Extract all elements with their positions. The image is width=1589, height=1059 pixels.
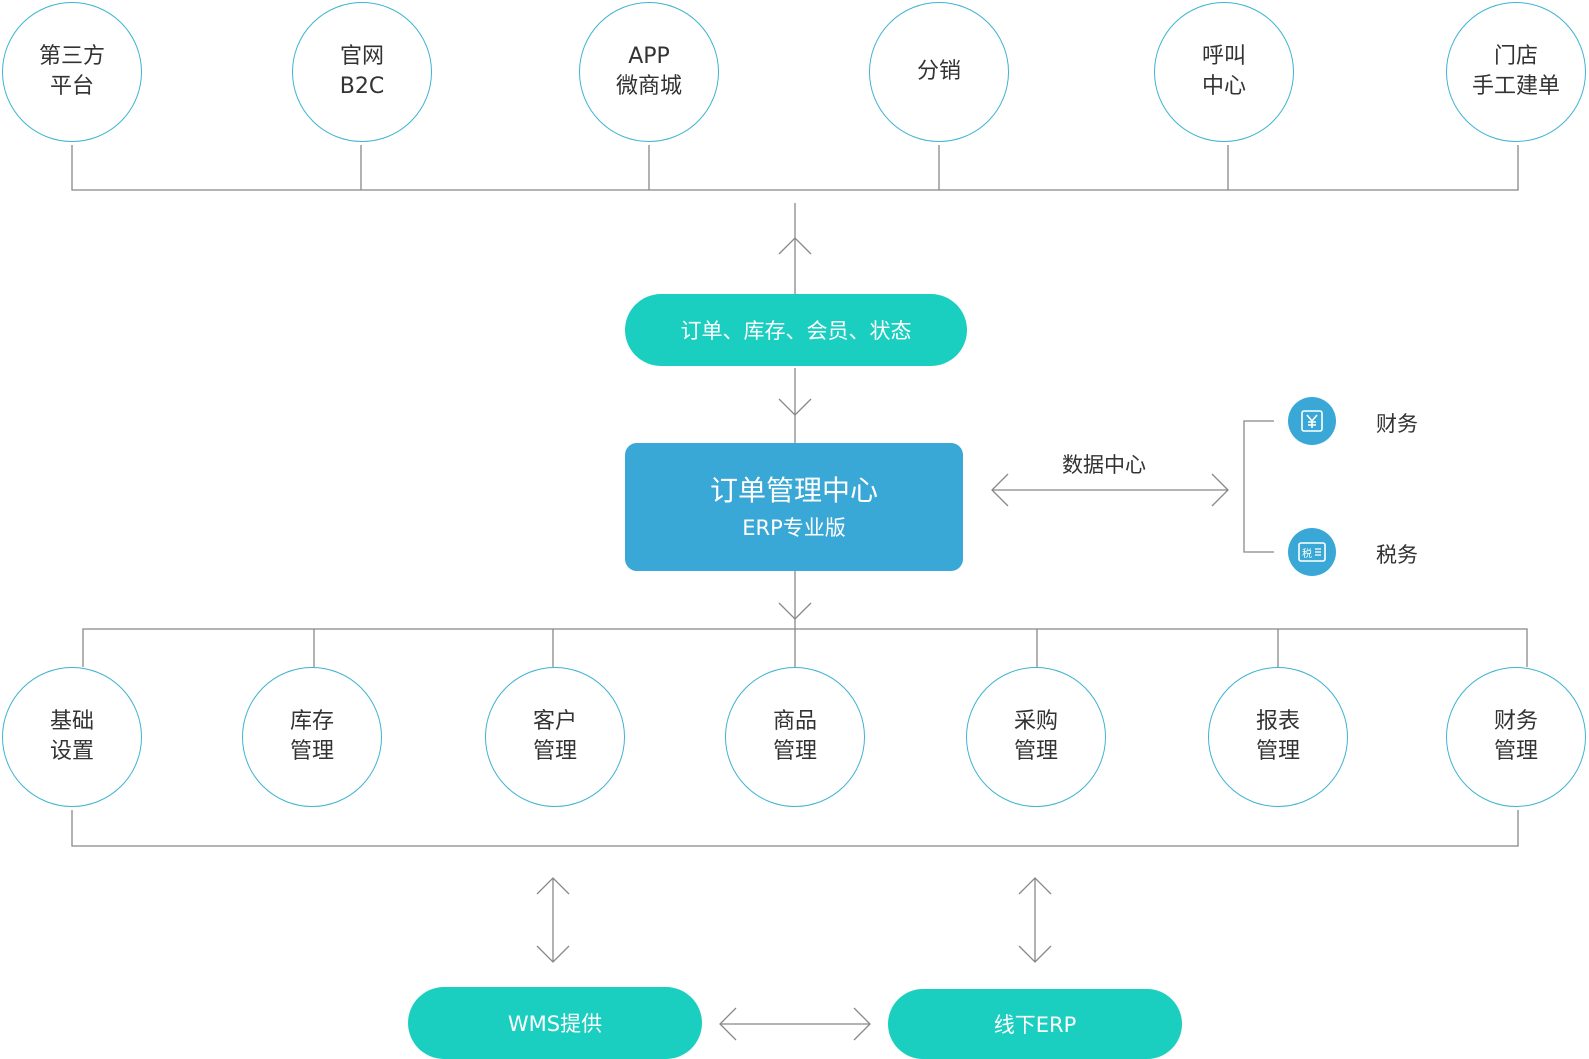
down-arrow-head-1 bbox=[778, 398, 812, 416]
module-report: 报表管理 bbox=[1208, 667, 1348, 807]
center-subtitle: ERP专业版 bbox=[742, 516, 846, 540]
erp-arrow-down bbox=[1018, 945, 1052, 963]
side-item-finance: 财务 bbox=[1376, 412, 1418, 436]
module-product: 商品管理 bbox=[725, 667, 865, 807]
down-arrow-head-2 bbox=[778, 602, 812, 620]
module-bus-bottom bbox=[71, 810, 1519, 847]
channel-distribution: 分销 bbox=[869, 2, 1009, 142]
module-bus-top bbox=[82, 628, 1528, 667]
channel-call-center: 呼叫中心 bbox=[1154, 2, 1294, 142]
side-bracket bbox=[1243, 420, 1274, 553]
data-center-arrow-left bbox=[991, 473, 1009, 507]
wms-arrow-up bbox=[536, 877, 570, 895]
top-bus-line bbox=[71, 145, 1519, 191]
tax-icon: 税 bbox=[1288, 528, 1336, 576]
module-purchase: 采购管理 bbox=[966, 667, 1106, 807]
module-inventory: 库存管理 bbox=[242, 667, 382, 807]
wms-arrow-down bbox=[536, 945, 570, 963]
module-finance: 财务管理 bbox=[1446, 667, 1586, 807]
up-arrow-head bbox=[778, 237, 812, 255]
pill-link-left bbox=[719, 1007, 737, 1041]
channel-store-manual: 门店手工建单 bbox=[1446, 2, 1586, 142]
data-center-arrow-right bbox=[1211, 473, 1229, 507]
order-management-center: 订单管理中心 ERP专业版 bbox=[625, 443, 963, 571]
erp-arrow-up bbox=[1018, 877, 1052, 895]
wms-pill: WMS提供 bbox=[408, 987, 702, 1059]
module-basic-settings: 基础设置 bbox=[2, 667, 142, 807]
center-title: 订单管理中心 bbox=[709, 474, 878, 507]
side-item-tax: 税务 bbox=[1376, 543, 1418, 567]
offline-erp-pill: 线下ERP bbox=[888, 989, 1182, 1059]
module-customer: 客户管理 bbox=[485, 667, 625, 807]
tax-icon-glyph: 税 bbox=[1302, 547, 1312, 560]
yuan-icon bbox=[1288, 397, 1336, 445]
data-center-label: 数据中心 bbox=[1062, 453, 1146, 477]
channel-third-party: 第三方平台 bbox=[2, 2, 142, 142]
pill-link-right bbox=[853, 1007, 871, 1041]
sync-pill: 订单、库存、会员、状态 bbox=[625, 294, 967, 366]
